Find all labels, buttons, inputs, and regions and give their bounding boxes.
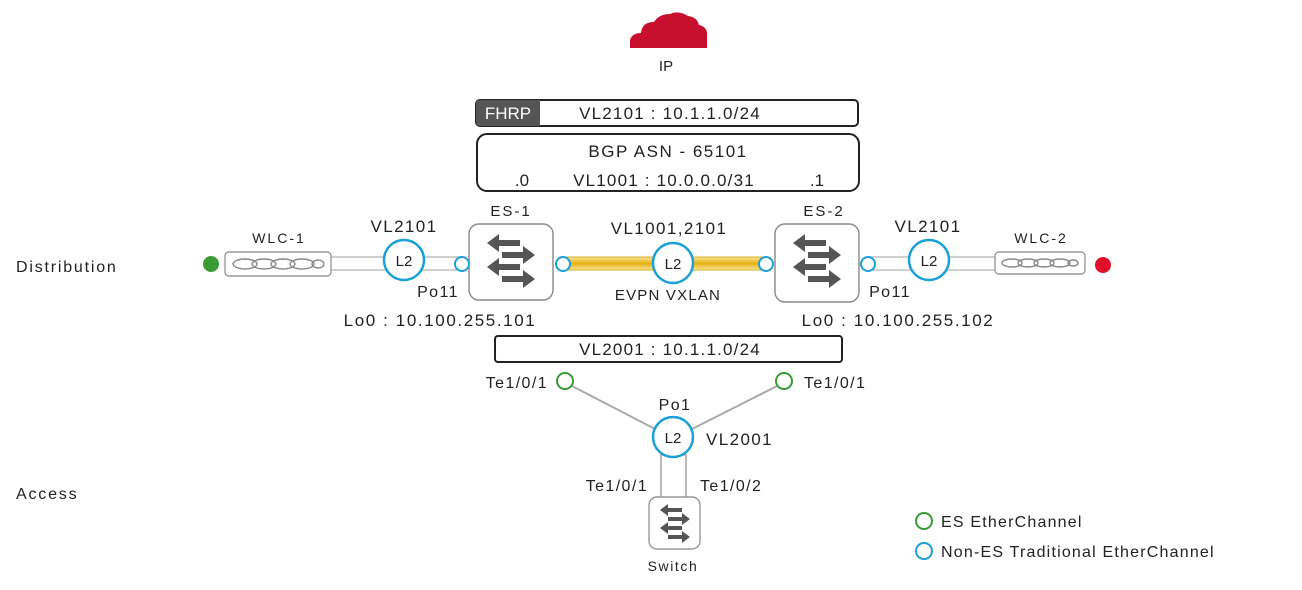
svg-text:L2: L2 — [665, 256, 682, 273]
access-l2-badge: L2 — [651, 415, 695, 459]
access-vlan-box: VL2001 : 10.1.1.0/24 — [494, 335, 843, 363]
bgp-box: BGP ASN - 65101 .0 VL1001 : 10.0.0.0/31 … — [476, 133, 860, 192]
es-2-core-port — [758, 256, 774, 272]
bgp-left-addr: .0 — [515, 171, 529, 190]
left-link-vlan: VL2101 — [370, 217, 437, 236]
po1-label: Po1 — [659, 397, 692, 414]
access-vlan-label: VL2001 — [706, 430, 773, 449]
wlc-2-status-dot — [1095, 257, 1111, 273]
wlc-1-label: WLC-1 — [252, 230, 306, 246]
es-2-uplink-port — [775, 372, 793, 390]
legend: ES EtherChannel Non-ES Traditional Ether… — [915, 512, 1215, 561]
fhrp-subnet: VL2101 : 10.1.1.0/24 — [579, 104, 761, 123]
access-switch — [648, 496, 701, 550]
right-link-port: Po11 — [869, 284, 911, 301]
es-2-switch-icon — [793, 234, 841, 288]
layer-access-label: Access — [16, 486, 78, 503]
access-switch-icon — [660, 504, 690, 543]
es-2-label: ES-2 — [803, 203, 844, 220]
es-2-uplink-label: Te1/0/1 — [804, 375, 866, 392]
svg-text:L2: L2 — [921, 253, 938, 270]
wlc-1-antenna-icon — [232, 258, 325, 270]
fhrp-tag: FHRP — [485, 104, 531, 123]
right-l2-badge: L2 — [907, 238, 951, 282]
legend-es-icon — [915, 512, 933, 530]
core-link-caption: EVPN VXLAN — [615, 287, 721, 304]
svg-text:L2: L2 — [665, 430, 682, 447]
svg-text:VL2001 : 10.1.1.0/24: VL2001 : 10.1.1.0/24 — [579, 340, 761, 359]
ip-cloud-icon — [630, 12, 708, 48]
es-1-loopback: Lo0 : 10.100.255.101 — [344, 311, 537, 330]
access-uplinks — [571, 385, 778, 431]
bgp-vlan: VL1001 : 10.0.0.0/31 — [573, 171, 755, 190]
right-link-vlan: VL2101 — [894, 217, 961, 236]
es-1-uplink-port — [556, 372, 574, 390]
core-l2-badge: L2 — [651, 241, 695, 285]
wlc-1-device — [224, 251, 332, 277]
switch-right-port: Te1/0/2 — [700, 478, 762, 495]
fhrp-box: FHRP VL2101 : 10.1.1.0/24 — [475, 99, 859, 127]
es-1-core-port — [555, 256, 571, 272]
es-1-uplink-label: Te1/0/1 — [486, 375, 548, 392]
wlc-1-status-dot — [203, 256, 219, 272]
es-1-label: ES-1 — [490, 203, 531, 220]
switch-label: Switch — [648, 558, 699, 574]
layer-distribution-label: Distribution — [16, 259, 118, 276]
access-switch-link — [660, 454, 687, 501]
svg-text:L2: L2 — [396, 253, 413, 270]
wlc-2-label: WLC-2 — [1014, 230, 1068, 246]
left-l2-badge: L2 — [382, 238, 426, 282]
es-2-loopback: Lo0 : 10.100.255.102 — [802, 311, 995, 330]
bgp-right-addr: .1 — [810, 171, 824, 190]
es-2-po11-port — [860, 256, 876, 272]
core-link-vlans: VL1001,2101 — [611, 219, 728, 238]
left-link-port: Po11 — [417, 284, 459, 301]
legend-non-es-icon — [915, 542, 933, 560]
es-1-po11-port — [454, 256, 470, 272]
es-1-switch-icon — [487, 234, 535, 288]
wlc-2-device — [994, 251, 1086, 275]
switch-left-port: Te1/0/1 — [586, 478, 648, 495]
legend-non-es-label: Non-ES Traditional EtherChannel — [941, 544, 1215, 561]
cloud-label: IP — [659, 58, 673, 75]
legend-es-label: ES EtherChannel — [941, 514, 1083, 531]
wlc-2-antenna-icon — [1001, 258, 1079, 268]
es-2-switch — [774, 223, 860, 303]
es-1-switch — [468, 223, 554, 301]
bgp-asn: BGP ASN - 65101 — [588, 142, 747, 161]
